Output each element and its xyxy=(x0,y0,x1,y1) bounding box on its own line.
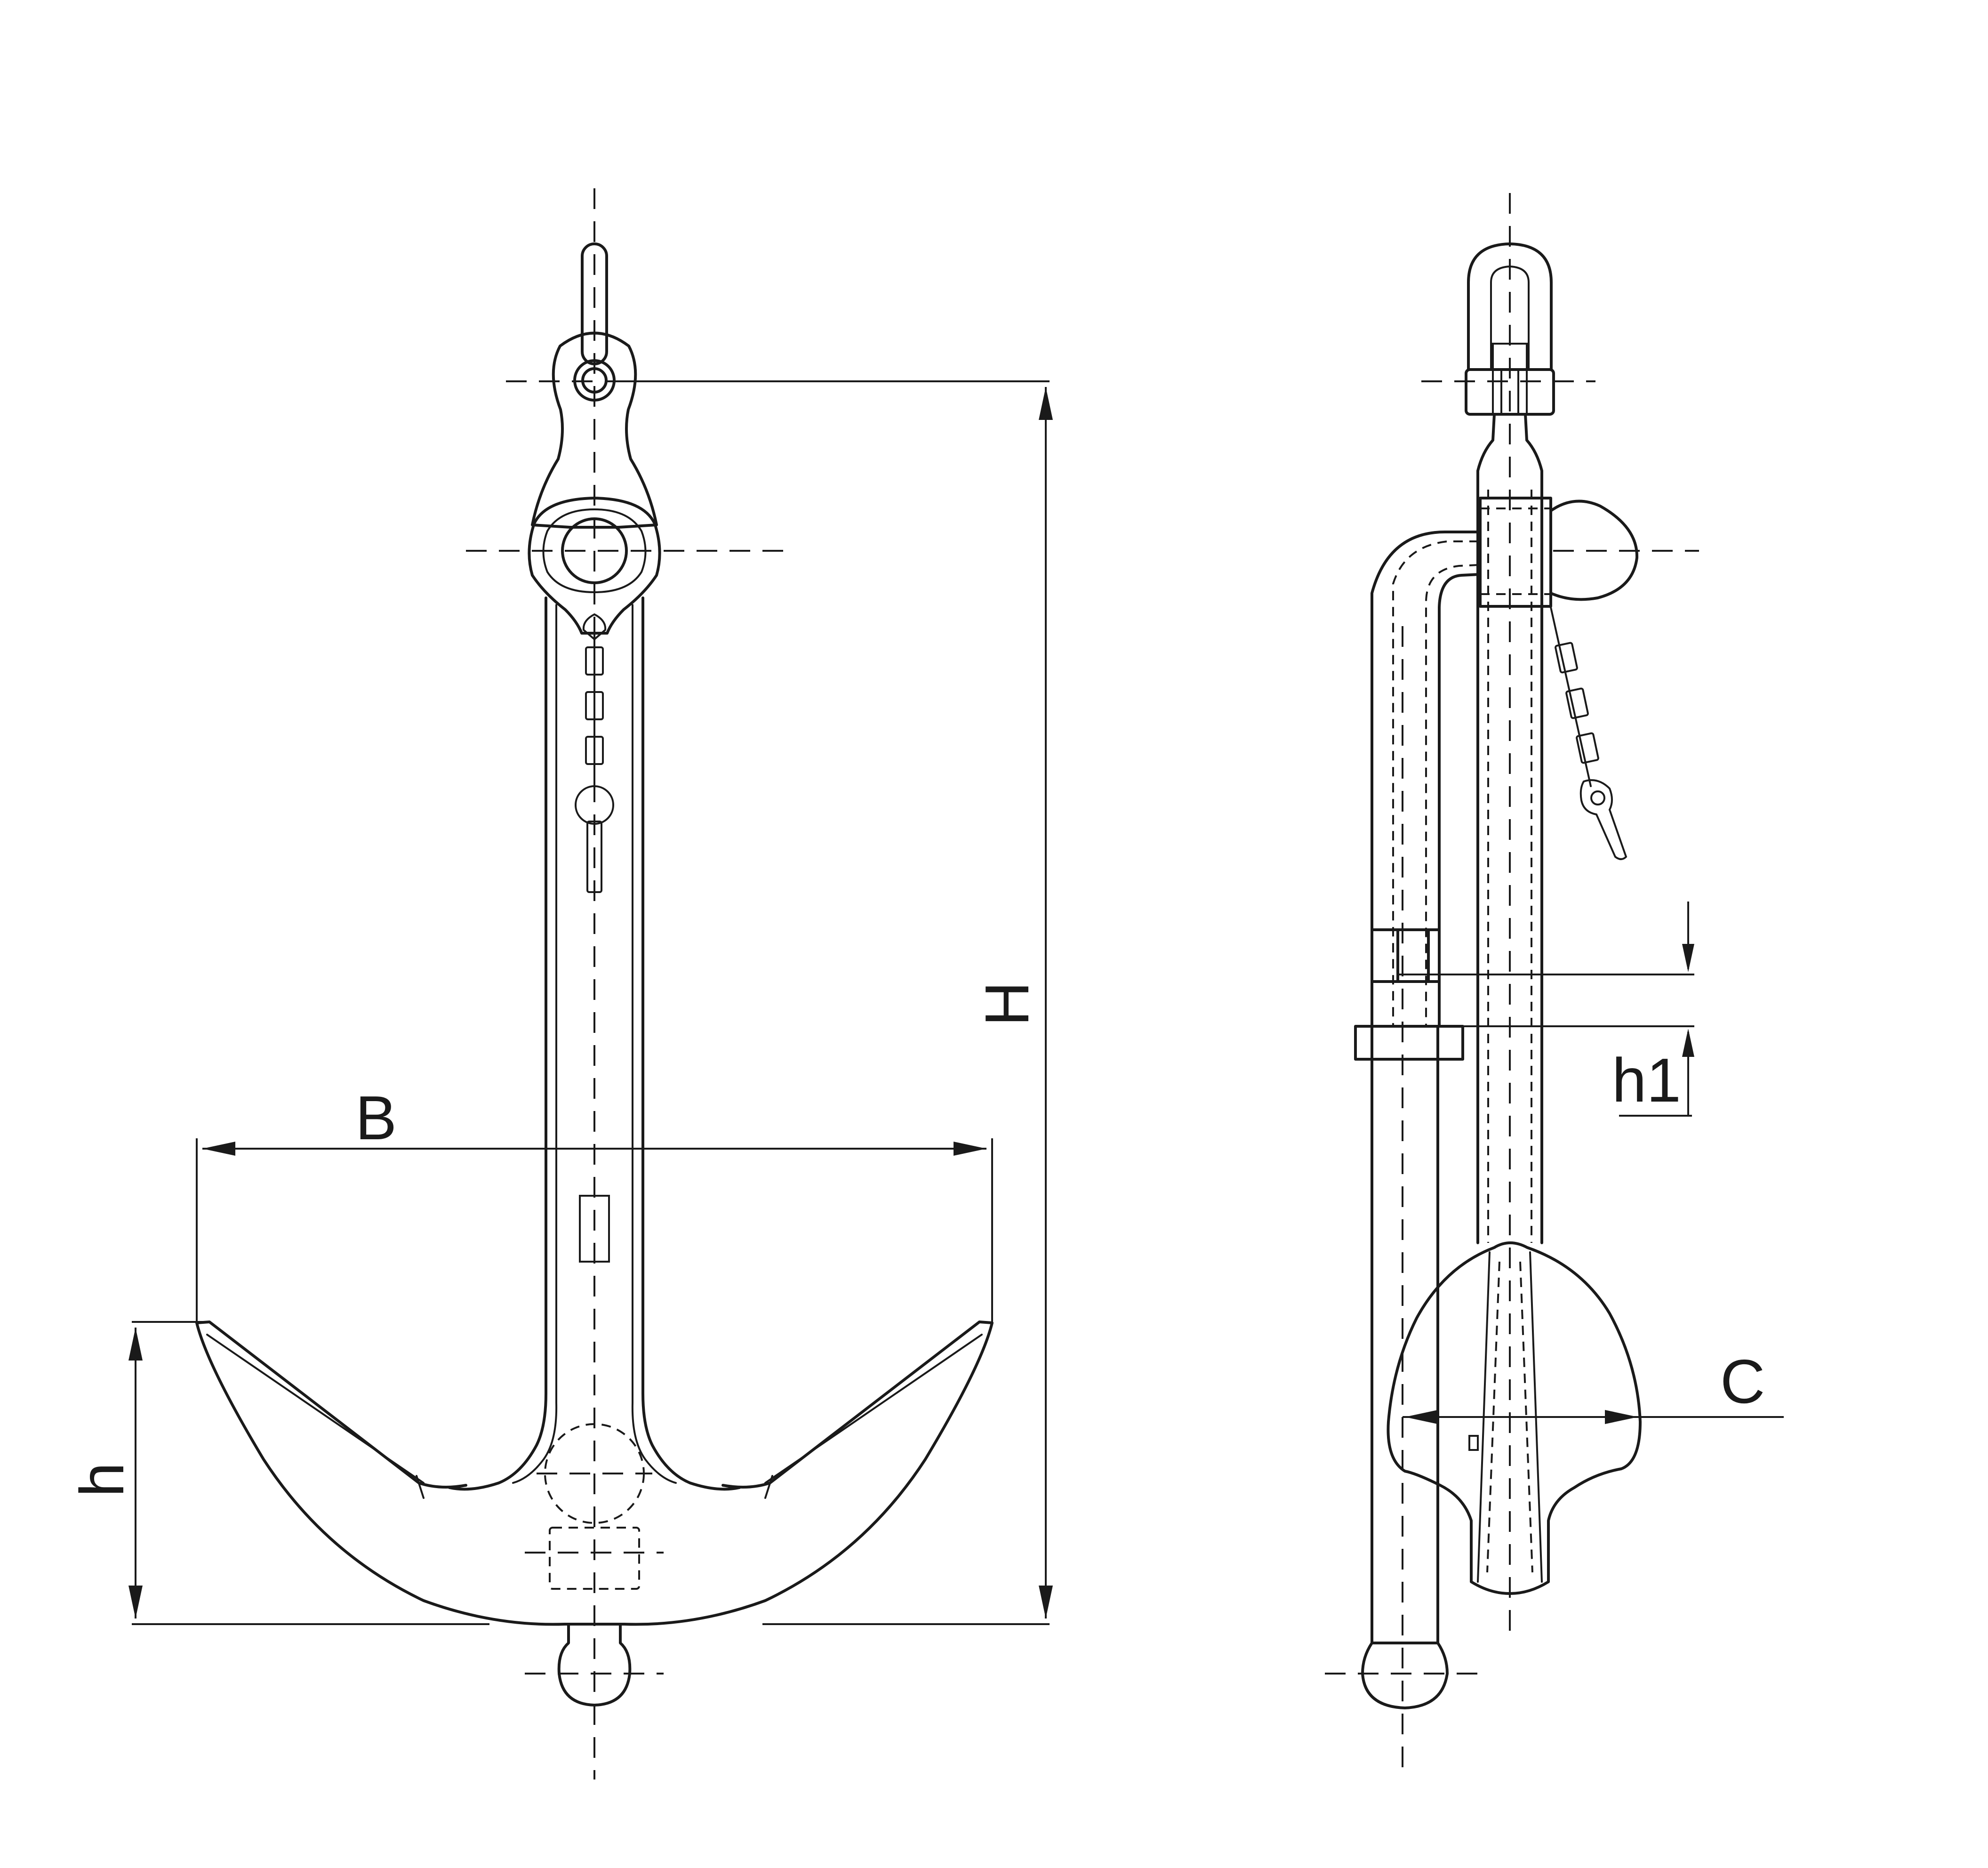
dimension-h-label: h xyxy=(67,1463,136,1497)
side-eye-boss xyxy=(1479,497,1552,608)
shank-slot xyxy=(579,1195,610,1263)
stock-collar-key xyxy=(1396,928,1430,983)
chain-link xyxy=(1555,642,1578,674)
shank-inner-edge xyxy=(512,604,677,1484)
shackle-loop xyxy=(581,242,608,365)
dimension-h: h xyxy=(67,1321,489,1625)
dimension-c-label: C xyxy=(1720,1347,1765,1416)
dimension-H: H xyxy=(612,380,1053,1625)
side-shank xyxy=(1476,488,1543,1244)
shackle-pin-inner xyxy=(581,367,608,394)
front-view: B h H xyxy=(67,188,1053,1779)
dimension-b-label: B xyxy=(355,1083,397,1152)
side-lanyard-chain xyxy=(1550,606,1627,860)
dimension-h1-label: h1 xyxy=(1612,1046,1681,1115)
lanyard-chain xyxy=(575,632,614,893)
right-fluke-inner-edge xyxy=(764,1334,983,1484)
chain-link xyxy=(1576,732,1599,764)
side-eye-cap xyxy=(1549,499,1639,601)
stock-bar-hidden xyxy=(1392,540,1479,1026)
stock-end-ball xyxy=(1361,1642,1449,1709)
dimension-c: C xyxy=(1403,1347,1784,1424)
chain-link xyxy=(585,736,604,765)
side-shackle-bow xyxy=(1467,242,1553,371)
chain-link xyxy=(585,646,604,676)
shank-eye-inner-ring xyxy=(542,508,647,594)
side-shackle-inner xyxy=(1490,265,1530,370)
chain-link xyxy=(1565,687,1589,719)
crown-knob xyxy=(557,1623,632,1707)
dimension-h1: h1 xyxy=(1398,902,1694,1117)
dimension-b: B xyxy=(196,1083,993,1323)
dimension-H-label: H xyxy=(972,982,1042,1026)
left-fluke-inner-edge xyxy=(206,1334,425,1484)
side-locking-pin xyxy=(1579,779,1627,860)
shank-eye-boss xyxy=(528,497,661,635)
stock-bar-outline xyxy=(1371,531,1482,1644)
locking-pin xyxy=(586,821,602,893)
chain-ring xyxy=(575,785,614,825)
side-neck xyxy=(1476,413,1543,491)
shank-outline xyxy=(448,596,741,1491)
shank-eye-hole xyxy=(561,517,628,584)
crown-pin-hidden xyxy=(549,1527,640,1590)
stock-collar-lower xyxy=(1354,1025,1464,1061)
side-shank-hidden xyxy=(1487,490,1532,1243)
chain-link xyxy=(585,691,604,720)
side-fluke-outline xyxy=(1387,1241,1642,1595)
side-view: h1 C xyxy=(1325,193,1784,1779)
